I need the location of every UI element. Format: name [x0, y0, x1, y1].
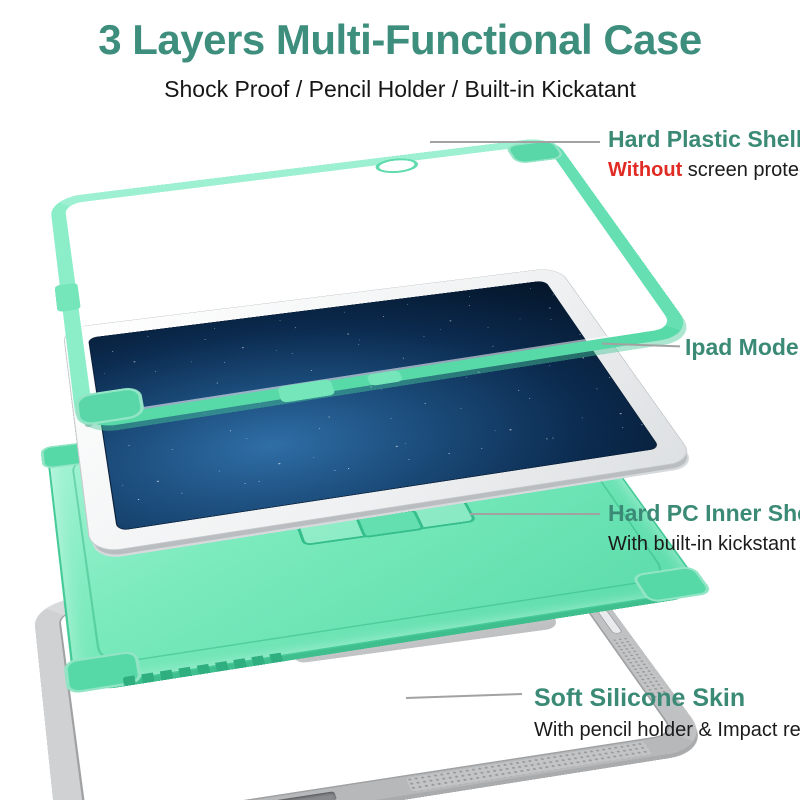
annotation-inner-shell: Hard PC Inner Shell With built-in kickst…: [608, 500, 800, 556]
annotation-note-emphasis: Without: [608, 159, 683, 181]
annotation-plastic-shell: Hard Plastic Shell Without screen protec…: [608, 126, 800, 182]
page-title: 3 Layers Multi-Functional Case: [98, 16, 702, 63]
annotation-title: Hard PC Inner Shell: [608, 500, 800, 526]
power-button-cover: [596, 609, 624, 634]
annotation-silicone: Soft Silicone Skin With pencil holder & …: [534, 684, 800, 742]
annotation-note: With pencil holder & Impact resistant: [534, 719, 800, 741]
shell-corner-cap: [74, 385, 146, 427]
page-subtitle: Shock Proof / Pencil Holder / Built-in K…: [164, 76, 636, 102]
annotation-note-rest: screen protector: [687, 159, 800, 181]
annotation-title: Ipad Model: [685, 334, 800, 360]
grip-texture: [405, 741, 653, 792]
annotation-title: Soft Silicone Skin: [534, 684, 746, 712]
annotation-ipad: Ipad Model: [685, 334, 800, 361]
leader-line-inner-shell: [470, 513, 600, 515]
pencil-holder-slot: [256, 791, 337, 800]
shell-corner-cap: [504, 139, 566, 165]
annotation-title: Hard Plastic Shell: [608, 126, 800, 152]
annotation-note: Without screen protector: [608, 159, 800, 182]
leader-line-plastic-shell: [430, 141, 600, 143]
camera-hole: [372, 156, 422, 176]
annotation-note: With built-in kickstant: [608, 533, 796, 555]
shell-clip: [54, 282, 81, 313]
